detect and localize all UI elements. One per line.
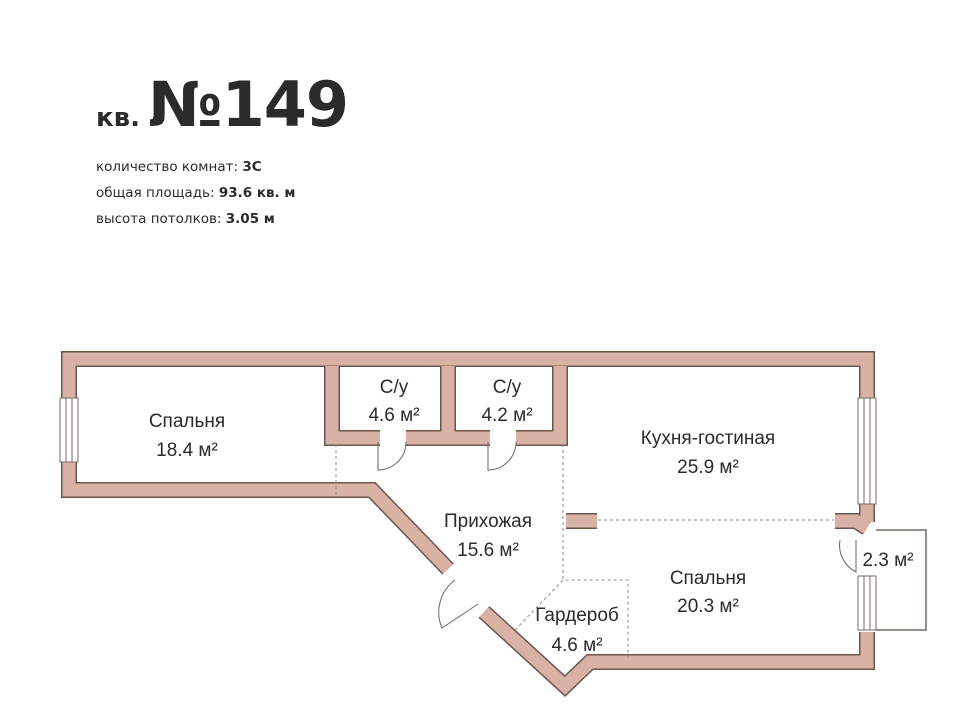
door-icon xyxy=(487,441,517,471)
info-value: 93.6 кв. м xyxy=(218,185,296,201)
info-ceiling: высота потолков: 3.05 м xyxy=(96,206,295,232)
windows xyxy=(59,397,877,631)
room-name: Спальня xyxy=(670,568,746,589)
room-name: С/у xyxy=(380,377,409,398)
balcony-area: 2.3 м² xyxy=(862,550,913,571)
info-label: количество комнат: xyxy=(96,159,239,175)
room-name: Спальня xyxy=(149,411,225,432)
room-area: 25.9 м² xyxy=(677,457,739,478)
window-icon xyxy=(857,575,877,631)
info-value: 3С xyxy=(242,159,262,175)
balcony-door-icon xyxy=(839,539,857,573)
apartment-prefix: кв. xyxy=(96,103,140,133)
zone-boundaries xyxy=(335,444,834,658)
entrance-door-icon xyxy=(438,579,479,629)
room-name: С/у xyxy=(493,377,522,398)
room-area: 18.4 м² xyxy=(156,440,218,461)
room-area: 4.2 м² xyxy=(481,405,532,426)
info-value: 3.05 м xyxy=(225,211,275,227)
apartment-number: №149 xyxy=(147,68,349,141)
room-area: 4.6 м² xyxy=(368,405,419,426)
room-area: 4.6 м² xyxy=(551,635,602,656)
room-labels: Спальня 18.4 м² С/у 4.6 м² С/у 4.2 м² Ку… xyxy=(149,377,914,656)
window-icon xyxy=(857,397,877,505)
room-area: 20.3 м² xyxy=(677,596,739,617)
info-label: высота потолков: xyxy=(96,211,222,227)
room-name: Кухня-гостиная xyxy=(641,428,775,449)
info-rooms: количество комнат: 3С xyxy=(96,154,295,180)
doors xyxy=(377,441,857,629)
info-label: общая площадь: xyxy=(96,185,215,201)
info-area: общая площадь: 93.6 кв. м xyxy=(96,180,295,206)
door-icon xyxy=(377,441,407,471)
room-area: 15.6 м² xyxy=(457,540,519,561)
apartment-info: количество комнат: 3С общая площадь: 93.… xyxy=(96,154,295,232)
room-name: Прихожая xyxy=(444,511,532,532)
apartment-title: кв. №149 xyxy=(96,68,349,141)
window-icon xyxy=(59,397,79,463)
balcony-outline xyxy=(876,529,927,631)
room-name: Гардероб xyxy=(535,605,619,626)
